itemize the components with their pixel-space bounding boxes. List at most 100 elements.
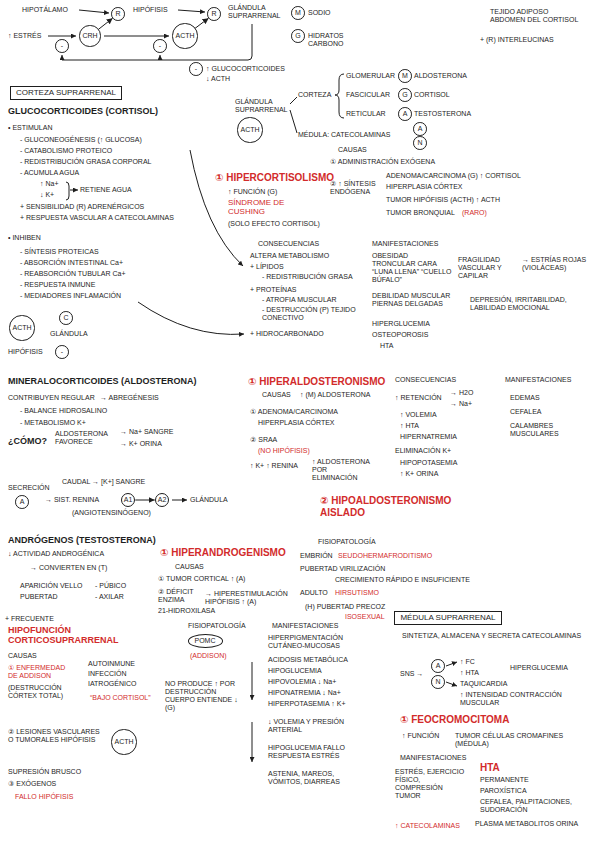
note-text: AUTOINMUNE xyxy=(88,660,135,668)
note-text: + FRECUENTE xyxy=(5,615,54,623)
arrow xyxy=(70,190,78,191)
note-text: GLUCOCORTICOIDES (CORTISOL) xyxy=(8,106,158,116)
node-text: CORTEZA SUPRARRENAL xyxy=(16,89,116,98)
note-text: + LÍPIDOS xyxy=(250,263,284,271)
node-text: N xyxy=(417,139,422,147)
node-text: R xyxy=(211,10,216,18)
note-text: - RESPUESTA INMUNE xyxy=(20,281,95,289)
note-text: HIPERNATREMIA xyxy=(400,433,457,441)
node-text: POMC xyxy=(195,637,216,645)
note-text: ② ↑ SÍNTESIS ENDÓGENA xyxy=(330,180,382,196)
note-text: + SENSIBILIDAD (R) ADRENÉRGICOS xyxy=(20,203,144,211)
note-text: → Na+ xyxy=(450,400,472,408)
note-text: - METABOLISMO K+ xyxy=(20,419,86,427)
note-text: + RESPUESTA VASCULAR A CATECOLAMINAS xyxy=(20,214,174,222)
note-text: ↑ VOLEMIA xyxy=(400,411,437,419)
note-text: HIPERPIGMENTACIÓN CUTÁNEO-MUCOSAS xyxy=(268,634,353,650)
node-text: G xyxy=(295,32,300,40)
note-text: • ESTIMULAN xyxy=(8,124,52,132)
arrow xyxy=(446,662,457,666)
note-text: → H2O xyxy=(450,389,473,397)
circle-node: - xyxy=(55,39,69,53)
note-text: SINTETIZA, ALMACENA Y SECRETA CATECOLAMI… xyxy=(402,632,582,640)
note-text: (ADDISON) xyxy=(190,652,227,660)
note-text: ESTRÉS, EJERCICIO FÍSICO, COMPRESIÓN TUM… xyxy=(395,768,470,800)
axis-arrow xyxy=(79,10,109,13)
note-text: ③ EXÓGENOS xyxy=(8,780,56,788)
note-text: OSTEOPOROSIS xyxy=(372,331,428,339)
note-text: CONSECUENCIAS xyxy=(395,376,456,384)
circle-node: - xyxy=(189,62,203,76)
note-text: ↓ ACTIVIDAD ANDROGÉNICA xyxy=(8,550,104,558)
note-text: TEJIDO ADIPOSO ABDOMEN DEL CORTISOL xyxy=(490,8,585,24)
circle-node: M xyxy=(291,6,305,20)
note-text: PERMANENTE xyxy=(480,776,529,784)
circle-node: ACTH xyxy=(237,117,262,142)
note-text: MANIFESTACIONES xyxy=(272,622,338,630)
note-text: TUMOR CÉLULAS CROMAFINES (MÉDULA) xyxy=(455,732,585,748)
curved-arrow xyxy=(138,302,244,334)
note-text: ADENOMA/CARCINOMA (G) ↑ CORTISOL xyxy=(386,172,521,180)
note-text: TESTOSTERONA xyxy=(414,110,471,118)
note-text: SUPRESIÓN BRUSCO xyxy=(8,768,81,776)
note-text: ↑ FC xyxy=(460,658,475,666)
note-text: 21-HIDROXILASA xyxy=(158,607,215,615)
note-text: ↓ K+ xyxy=(40,191,54,199)
arrow xyxy=(252,662,253,700)
note-text: ANDRÓGENOS (TESTOSTERONA) xyxy=(8,535,156,545)
circle-node: A xyxy=(431,659,445,673)
connector-arrow xyxy=(135,500,154,501)
note-text: MANIFESTACIONES xyxy=(400,754,466,762)
note-text: CORTISOL xyxy=(414,91,450,99)
note-text: TAQUICARDIA xyxy=(460,680,507,688)
note-text: → K+ ORINA xyxy=(120,440,162,448)
circle-node: - xyxy=(153,39,167,53)
note-text: - SÍNTESIS PROTEICAS xyxy=(20,248,99,256)
note-text: PLASMA METABOLITOS ORINA xyxy=(475,820,595,828)
node-text: A2 xyxy=(158,496,167,504)
node-text: A xyxy=(20,498,25,506)
note-text: - DESTRUCCIÓN (P) TEJIDO CONECTIVO xyxy=(262,306,362,322)
feedback-arrow xyxy=(62,55,63,60)
note-text: PUBERTAD xyxy=(20,593,57,601)
note-text: - BALANCE HIDROSALINO xyxy=(20,407,107,415)
note-text: SODIO xyxy=(308,9,331,17)
note-text: ② LESIONES VASCULARES O TUMORALES HIPÓFI… xyxy=(8,728,103,744)
note-text: EMBRIÓN xyxy=(300,552,333,560)
node-text: - xyxy=(61,42,63,50)
note-text: • INHIBEN xyxy=(8,234,41,242)
note-text: - MEDIADORES INFLAMACIÓN xyxy=(20,292,121,300)
note-text: - ACUMULA AGUA xyxy=(20,169,79,177)
node-text: A1 xyxy=(124,496,133,504)
connector-arrow xyxy=(98,18,112,29)
note-text: ACIDOSIS METABÓLICA xyxy=(268,656,348,664)
note-text: APARICIÓN VELLO xyxy=(20,582,83,590)
note-text: CONTRIBUYEN REGULAR xyxy=(8,394,95,402)
circle-node: N xyxy=(431,675,445,689)
note-text: HIPERGLUCEMIA xyxy=(372,320,430,328)
circle-node: - xyxy=(55,345,69,359)
note-text: CRECIMIENTO RÁPIDO E INSUFICIENTE xyxy=(335,576,470,584)
note-text: MANIFESTACIONES xyxy=(505,376,571,384)
note-text: ① ADMINISTRACIÓN EXÓGENA xyxy=(330,158,435,166)
note-text: ↑ K+ ORINA xyxy=(400,470,438,478)
note-text: HIPOGLUCEMIA FALLO RESPUESTA ESTRÉS xyxy=(268,744,353,760)
note-text: CAUDAL → [K+] SANGRE xyxy=(62,478,145,486)
note-text: DEPRESIÓN, IRRITABILIDAD, LABILIDAD EMOC… xyxy=(470,296,580,312)
note-text: ALDOSTERONA FAVORECE xyxy=(55,430,113,446)
note-text: RETICULAR xyxy=(346,110,386,118)
note-text: ① HIPERCORTISOLISMO xyxy=(215,172,334,184)
note-text: → SIST. RENINA xyxy=(45,496,99,504)
note-text: TUMOR HIPÓFISIS (ACTH) ↑ ACTH xyxy=(386,196,500,204)
brace xyxy=(66,182,69,200)
node-text: CRH xyxy=(82,32,97,40)
note-text: EDEMAS xyxy=(510,394,540,402)
axis-arrow xyxy=(104,36,169,37)
note-text: MÉDULA: CATECOLAMINAS xyxy=(298,131,390,139)
note-text: ↓ ACTH xyxy=(206,75,230,83)
note-text: - REDISTRIBUCIÓN GRASA xyxy=(262,273,353,281)
node-text: A xyxy=(403,110,408,118)
note-text: → Na+ SANGRE xyxy=(120,428,174,436)
note-text: DEBILIDAD MUSCULAR PIERNAS DELGADAS xyxy=(372,292,462,308)
oval-node: POMC xyxy=(188,634,223,648)
